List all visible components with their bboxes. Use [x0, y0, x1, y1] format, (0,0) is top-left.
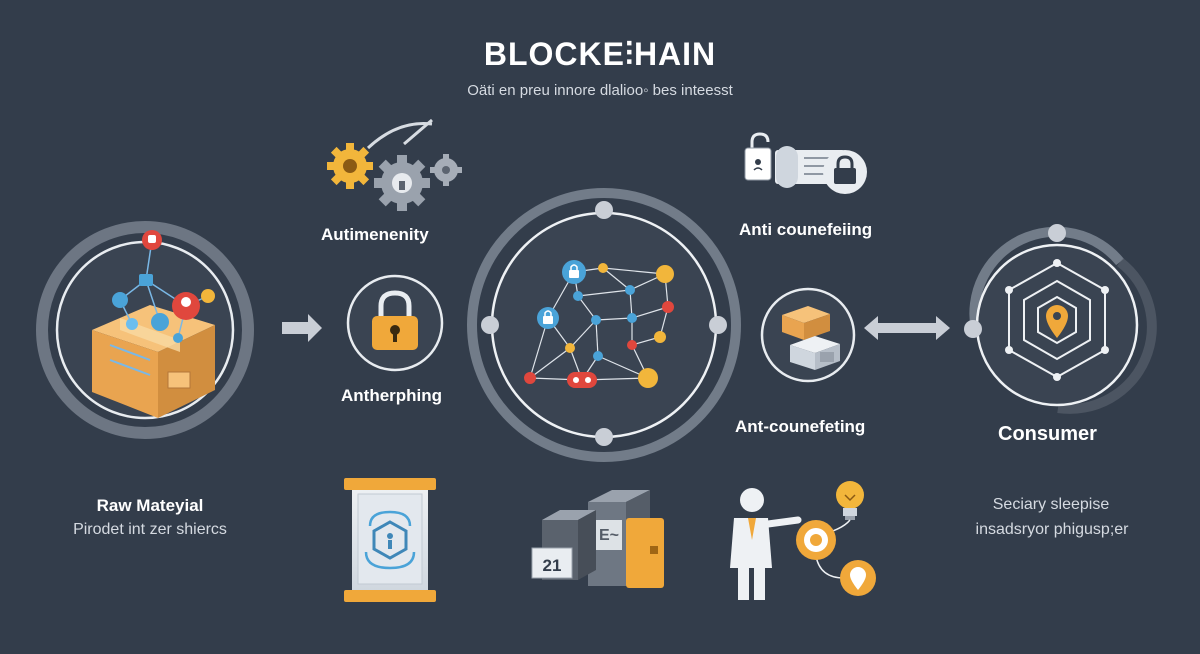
document-lock-icon [744, 132, 867, 194]
calendar-number: 21 [543, 556, 562, 575]
label-anti-counterfeiting-top: Anti counefeiing [739, 220, 873, 239]
padlock-icon [372, 290, 418, 350]
raw-material-nodes [112, 230, 215, 343]
label-consumer-sub-2: insadsryor phigusp;er [975, 521, 1129, 538]
person-presenting-icon [730, 488, 802, 600]
tablet-shield-icon [344, 478, 436, 602]
lightbulb-icon [836, 481, 864, 520]
blockchain-network-nodes [524, 260, 674, 388]
pin-coin-icon [840, 560, 876, 596]
blockchain-ring [467, 188, 741, 462]
server-blocks-icon [531, 490, 664, 588]
label-authenticity: Autimenenity [321, 225, 429, 244]
label-consumer: Consumer [998, 423, 1097, 445]
gears-icon [327, 118, 462, 211]
label-antherphing: Antherphing [341, 386, 443, 405]
page-subtitle: Oäti en preu innore dlalioo◦ bes inteess… [467, 82, 733, 99]
label-raw-material: Raw Mateyial [96, 496, 204, 515]
target-coin-icon [796, 520, 836, 560]
label-anti-counterfeiting-mid: Ant-counefeting [735, 417, 866, 436]
consumer-network-dots [1005, 259, 1109, 381]
server-glyph: E~ [599, 527, 619, 544]
product-boxes-icon [782, 306, 840, 370]
double-arrow-icon [864, 316, 950, 340]
label-consumer-sub-1: Seciary sleepise [992, 496, 1110, 513]
page-title: BLOCKE⫶HAIN [483, 36, 717, 72]
location-pin-icon [1046, 305, 1068, 338]
arrow-right-icon [282, 314, 322, 342]
label-raw-material-sub: Pirodet int zer shiercs [73, 521, 227, 538]
